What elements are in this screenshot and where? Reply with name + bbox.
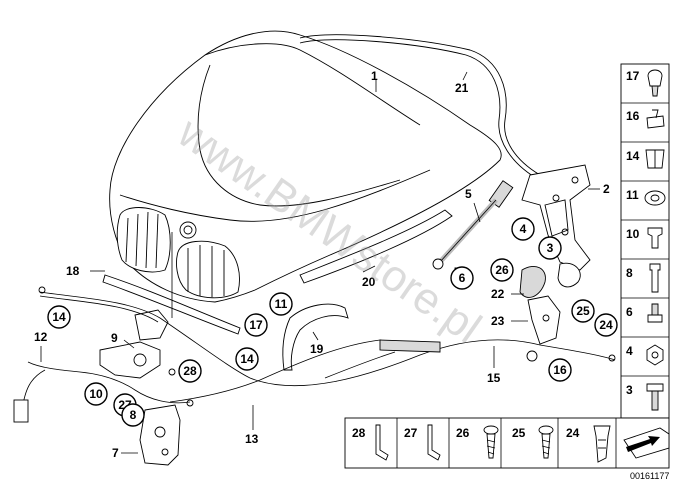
bottom-label-24: 24 bbox=[566, 426, 580, 440]
svg-text:14: 14 bbox=[52, 310, 66, 324]
clip-27-icon bbox=[427, 424, 441, 461]
nut-4-icon bbox=[646, 344, 664, 366]
svg-text:4: 4 bbox=[520, 222, 527, 236]
callout-11: 11 bbox=[269, 292, 293, 316]
seal-19 bbox=[282, 303, 349, 371]
side-panel: 17 16 14 11 10 8 6 4 3 bbox=[620, 63, 670, 419]
grille-slats bbox=[125, 211, 225, 297]
label-23: 23 bbox=[491, 314, 505, 328]
nut-6-icon bbox=[647, 314, 663, 323]
screw-25-icon bbox=[538, 425, 554, 435]
side-label-3: 3 bbox=[626, 383, 633, 397]
label-22: 22 bbox=[491, 287, 505, 301]
callout-10: 10 bbox=[84, 382, 108, 406]
callout-26: 26 bbox=[490, 258, 514, 282]
callout-4: 4 bbox=[511, 217, 535, 241]
callout-25: 25 bbox=[571, 299, 595, 323]
side-label-8: 8 bbox=[626, 266, 633, 280]
callout-28: 28 bbox=[178, 359, 202, 383]
gas-strut-5 bbox=[432, 180, 514, 270]
svg-text:11: 11 bbox=[275, 297, 288, 311]
screw-8-icon bbox=[649, 263, 661, 293]
hinge-2 bbox=[521, 164, 591, 271]
release-cables bbox=[13, 286, 616, 423]
svg-text:26: 26 bbox=[495, 263, 509, 277]
hood-illustration bbox=[109, 30, 502, 303]
leader-lines bbox=[40, 71, 600, 454]
clip-17-icon bbox=[647, 69, 663, 87]
label-2: 2 bbox=[603, 182, 610, 196]
clip-16-icon bbox=[646, 115, 665, 129]
label-5: 5 bbox=[465, 187, 472, 201]
seal-strip-20 bbox=[299, 209, 453, 284]
lock-7 bbox=[139, 404, 181, 466]
side-label-11: 11 bbox=[626, 188, 639, 202]
callout-8: 8 bbox=[121, 403, 145, 427]
bmw-emblem bbox=[179, 221, 197, 239]
svg-text:16: 16 bbox=[553, 363, 567, 377]
part-numbers: 1 2 5 18 12 9 7 13 15 22 23 20 21 19 bbox=[34, 69, 610, 460]
side-label-6: 6 bbox=[626, 305, 633, 319]
grommet-11-icon bbox=[644, 190, 666, 206]
bottom-label-25: 25 bbox=[512, 426, 526, 440]
cable-end-12 bbox=[13, 399, 29, 423]
callout-14b: 14 bbox=[235, 347, 259, 371]
label-21: 21 bbox=[455, 81, 469, 95]
clip-24-icon bbox=[593, 425, 611, 463]
callout-3: 3 bbox=[538, 236, 562, 260]
bolt-10-icon bbox=[647, 227, 663, 249]
svg-text:28: 28 bbox=[183, 364, 197, 378]
callout-14a: 14 bbox=[47, 305, 71, 329]
svg-text:25: 25 bbox=[576, 304, 590, 318]
label-1: 1 bbox=[371, 69, 378, 83]
bottom-label-26: 26 bbox=[456, 426, 470, 440]
side-label-10: 10 bbox=[626, 227, 640, 241]
svg-text:6: 6 bbox=[459, 271, 466, 285]
cable-handle-15 bbox=[379, 339, 441, 353]
circled-callouts: 4 3 6 26 25 24 16 11 17 14 14 28 10 27 8 bbox=[47, 217, 618, 427]
callout-17: 17 bbox=[244, 313, 268, 337]
label-9: 9 bbox=[111, 331, 118, 345]
svg-text:10: 10 bbox=[89, 387, 103, 401]
bottom-label-27: 27 bbox=[404, 426, 418, 440]
clip-28-icon bbox=[375, 424, 389, 461]
label-19: 19 bbox=[310, 342, 324, 356]
strip-18 bbox=[102, 274, 241, 335]
bottom-panel: 28 27 26 25 24 bbox=[344, 417, 670, 469]
label-18: 18 bbox=[66, 264, 80, 278]
svg-text:17: 17 bbox=[249, 318, 263, 332]
label-20: 20 bbox=[362, 275, 376, 289]
side-label-16: 16 bbox=[626, 109, 640, 123]
svg-text:8: 8 bbox=[130, 408, 137, 422]
callout-24: 24 bbox=[594, 313, 618, 337]
rear-seal-21 bbox=[299, 34, 541, 179]
bottom-label-28: 28 bbox=[352, 426, 366, 440]
side-label-4: 4 bbox=[626, 344, 633, 358]
label-15: 15 bbox=[487, 371, 501, 385]
bolt-3-icon bbox=[646, 383, 664, 392]
svg-text:14: 14 bbox=[240, 352, 254, 366]
svg-text:3: 3 bbox=[547, 241, 554, 255]
callout-6: 6 bbox=[450, 266, 474, 290]
side-label-14: 14 bbox=[626, 149, 640, 163]
screw-26-icon bbox=[483, 425, 499, 435]
label-12: 12 bbox=[34, 330, 48, 344]
diagram-code: 00161177 bbox=[630, 471, 669, 481]
label-7: 7 bbox=[112, 446, 119, 460]
svg-text:24: 24 bbox=[599, 318, 613, 332]
label-13: 13 bbox=[245, 432, 259, 446]
side-label-17: 17 bbox=[626, 69, 640, 83]
callout-16: 16 bbox=[548, 358, 572, 382]
hood-lever-22 bbox=[519, 262, 581, 345]
